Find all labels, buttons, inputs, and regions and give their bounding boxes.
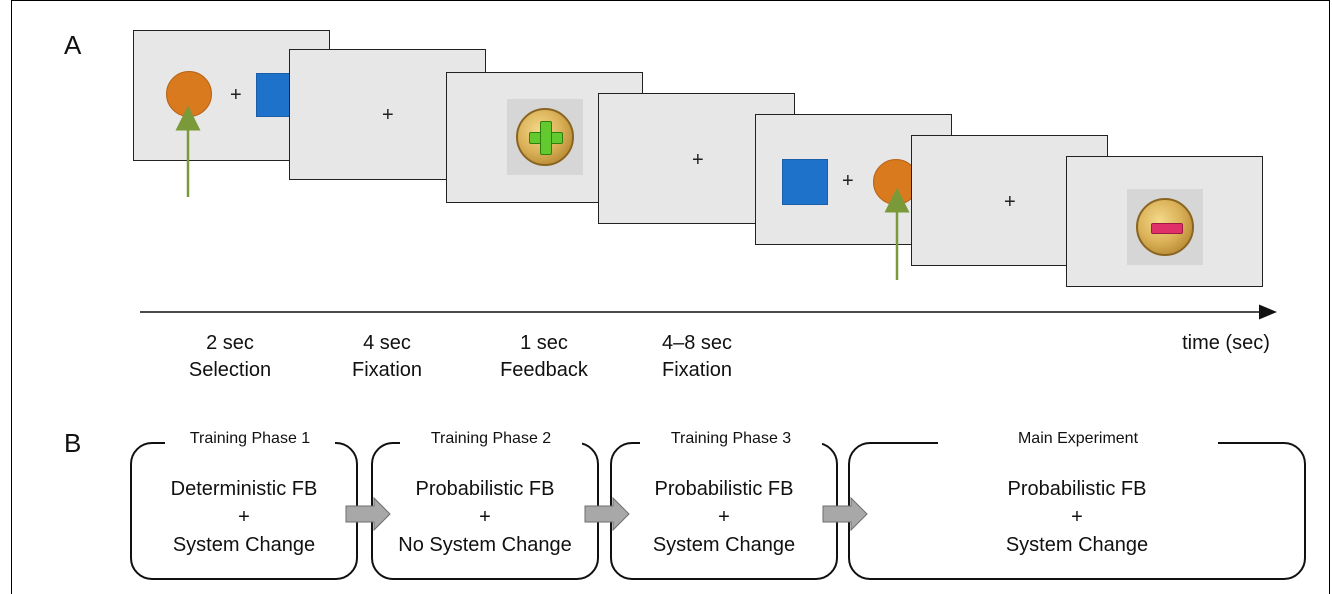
coin-icon [516,108,574,166]
fixation-cross: + [842,170,854,192]
fixation-cross: + [382,104,394,126]
phase-name: Fixation [661,359,733,381]
coin-icon [1136,198,1194,256]
phase-line-1: Deterministic FB [170,478,318,500]
phase-name: Selection [188,359,272,381]
phase-name: Feedback [500,359,588,381]
phase-duration: 4–8 sec [661,332,733,354]
timeline-phase-4: 4–8 sec Fixation [627,330,767,384]
figure-frame [11,0,1330,594]
training-phase-1-title: Training Phase 1 [165,430,335,448]
phase-line-2: System Change [1005,534,1149,556]
panel-label-b: B [64,428,82,458]
phase-plus: + [238,506,250,528]
main-experiment-title: Main Experiment [938,430,1218,448]
phase-line-1: Probabilistic FB [1007,478,1147,500]
training-phase-3-box: Probabilistic FB + System Change [610,442,838,580]
phase-line-2: System Change [172,534,316,556]
main-experiment-box: Probabilistic FB + System Change [848,442,1306,580]
training-phase-2-title: Training Phase 2 [400,430,582,448]
timeline-phase-1: 2 sec Selection [160,330,300,384]
orange-circle-stimulus [166,71,212,117]
phase-line-1: Probabilistic FB [654,478,794,500]
training-phase-2-box: Probabilistic FB + No System Change [371,442,599,580]
timeline-phase-3: 1 sec Feedback [474,330,614,384]
minus-feedback-icon [1151,223,1183,234]
plus-feedback-icon-vertical [540,121,552,155]
timeline-phase-2: 4 sec Fixation [317,330,457,384]
coin-tile [1127,189,1203,265]
coin-tile [507,99,583,175]
fixation-cross: + [692,149,704,171]
fixation-cross: + [230,84,242,106]
training-phase-3-title: Training Phase 3 [640,430,822,448]
blue-square-stimulus [256,73,290,117]
training-phase-1-box: Deterministic FB + System Change [130,442,358,580]
phase-duration: 2 sec [206,332,254,354]
phase-duration: 1 sec [520,332,568,354]
phase-line-1: Probabilistic FB [415,478,555,500]
blue-square-stimulus [782,159,828,205]
phase-line-2: No System Change [398,534,572,556]
phase-plus: + [718,506,730,528]
phase-plus: + [479,506,491,528]
time-axis-label: time (sec) [1182,332,1270,354]
phase-name: Fixation [351,359,423,381]
fixation-cross: + [1004,191,1016,213]
screen-feedback-negative [1066,156,1263,287]
phase-plus: + [1071,506,1083,528]
panel-label-a: A [64,30,82,60]
phase-line-2: System Change [652,534,796,556]
phase-duration: 4 sec [363,332,411,354]
